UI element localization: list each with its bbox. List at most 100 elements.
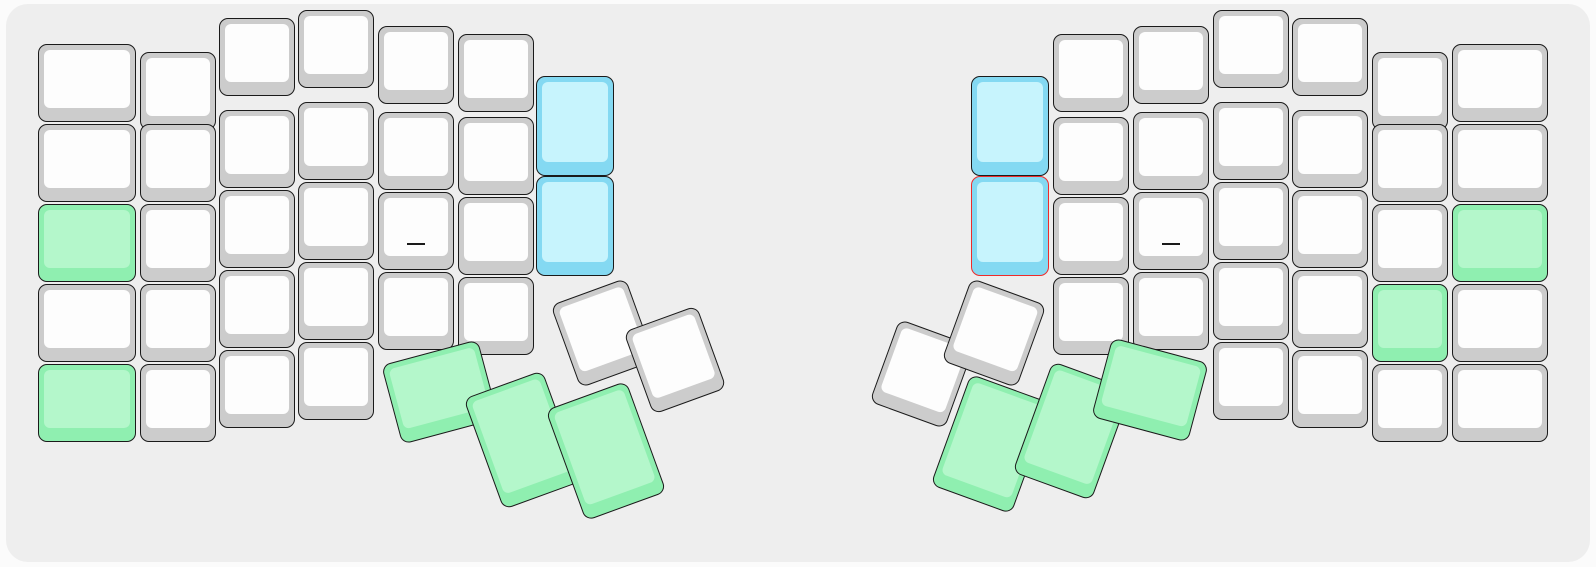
keycap-surface bbox=[1219, 16, 1283, 74]
key-left-e[interactable] bbox=[298, 102, 374, 180]
key-right-7-ampersand[interactable] bbox=[1133, 26, 1209, 104]
keycap-surface bbox=[951, 285, 1039, 373]
keycap-surface bbox=[1219, 188, 1283, 246]
key-right-semicolon-colon[interactable] bbox=[1372, 204, 1448, 282]
key-legend-main bbox=[1040, 415, 1108, 440]
key-right-layer1[interactable] bbox=[971, 76, 1049, 176]
key-right-equals[interactable] bbox=[1452, 124, 1548, 202]
keycap-surface bbox=[1298, 196, 1362, 254]
key-left-f[interactable] bbox=[378, 192, 454, 270]
key-left-3-hash[interactable] bbox=[298, 10, 374, 88]
keycap-surface bbox=[1219, 108, 1283, 166]
key-right-0-paren-close[interactable] bbox=[1372, 52, 1448, 130]
key-right-period-gt[interactable] bbox=[1292, 270, 1368, 348]
key-left-pipe-backslash[interactable] bbox=[38, 364, 136, 442]
keycap-surface bbox=[464, 283, 528, 341]
key-right-u[interactable] bbox=[1133, 112, 1209, 190]
key-right-k[interactable] bbox=[1213, 182, 1289, 260]
keycap-surface bbox=[464, 40, 528, 98]
keycap-surface bbox=[542, 182, 608, 262]
key-right-o[interactable] bbox=[1292, 110, 1368, 188]
keycap-surface bbox=[44, 130, 130, 188]
key-right-right[interactable] bbox=[1452, 364, 1548, 442]
key-right-up[interactable] bbox=[1372, 364, 1448, 442]
key-left-v[interactable] bbox=[378, 272, 454, 350]
key-right-j[interactable] bbox=[1133, 192, 1209, 270]
keycap-surface bbox=[977, 82, 1043, 162]
key-left-grave-layer2[interactable] bbox=[38, 44, 136, 122]
keycap-surface bbox=[1100, 344, 1202, 428]
key-left-shift[interactable] bbox=[38, 284, 136, 362]
key-legend-main bbox=[643, 345, 705, 368]
keycap-surface bbox=[44, 50, 130, 108]
keycap-surface bbox=[1458, 210, 1542, 268]
key-right-bracket-right[interactable] bbox=[971, 176, 1049, 276]
keycap-surface bbox=[225, 196, 289, 254]
key-left-d[interactable] bbox=[298, 182, 374, 260]
keycap-surface bbox=[1139, 118, 1203, 176]
keycap-surface bbox=[1458, 50, 1542, 108]
keycap-surface bbox=[630, 313, 717, 400]
key-left-1-exclaim[interactable] bbox=[140, 52, 216, 130]
keycap-surface bbox=[1298, 276, 1362, 334]
keycap-surface bbox=[384, 118, 448, 176]
keycap-surface bbox=[1298, 356, 1362, 414]
key-left-g[interactable] bbox=[458, 197, 534, 275]
keycap-surface bbox=[44, 210, 130, 268]
keycap-surface bbox=[1458, 290, 1542, 348]
key-right-left[interactable] bbox=[1213, 342, 1289, 420]
key-right-y[interactable] bbox=[1053, 117, 1129, 195]
key-left-esc-ctrl[interactable] bbox=[38, 204, 136, 282]
keycap-surface bbox=[384, 32, 448, 90]
key-right-quote-ctrl[interactable] bbox=[1452, 204, 1548, 282]
key-right-6-caret[interactable] bbox=[1053, 34, 1129, 112]
key-left-bracket-left[interactable] bbox=[536, 176, 614, 276]
key-right-minus-layer2[interactable] bbox=[1452, 44, 1548, 122]
keycap-surface bbox=[1059, 123, 1123, 181]
key-right-m[interactable] bbox=[1133, 272, 1209, 350]
key-right-9-paren-open[interactable] bbox=[1292, 18, 1368, 96]
keycap-surface bbox=[1458, 370, 1542, 428]
key-left-r[interactable] bbox=[378, 112, 454, 190]
key-right-down[interactable] bbox=[1292, 350, 1368, 428]
key-left-5-percent[interactable] bbox=[458, 34, 534, 112]
key-right-shift[interactable] bbox=[1452, 284, 1548, 362]
key-left-minus[interactable] bbox=[219, 350, 295, 428]
key-left-layer1[interactable] bbox=[536, 76, 614, 176]
key-right-p[interactable] bbox=[1372, 124, 1448, 202]
key-legend-main bbox=[891, 359, 955, 382]
keycap-surface bbox=[146, 210, 210, 268]
keycap-surface bbox=[542, 82, 608, 162]
key-right-slash-question[interactable] bbox=[1372, 284, 1448, 362]
key-left-t[interactable] bbox=[458, 117, 534, 195]
key-left-4-dollar[interactable] bbox=[378, 26, 454, 104]
keycap-surface bbox=[553, 388, 657, 506]
key-right-l[interactable] bbox=[1292, 190, 1368, 268]
keycap-surface bbox=[1298, 116, 1362, 174]
keycap-surface bbox=[1458, 130, 1542, 188]
key-left-w[interactable] bbox=[219, 110, 295, 188]
key-right-i[interactable] bbox=[1213, 102, 1289, 180]
key-left-tab[interactable] bbox=[38, 124, 136, 202]
key-legend-main bbox=[963, 318, 1027, 341]
key-right-8-asterisk[interactable] bbox=[1213, 10, 1289, 88]
keycap-surface bbox=[1139, 198, 1203, 256]
key-left-a[interactable] bbox=[140, 204, 216, 282]
key-left-plus[interactable] bbox=[140, 364, 216, 442]
key-legend-main bbox=[488, 424, 556, 449]
key-left-s[interactable] bbox=[219, 190, 295, 268]
key-left-q[interactable] bbox=[140, 124, 216, 202]
key-left-2-at[interactable] bbox=[219, 18, 295, 96]
keycap-surface bbox=[146, 370, 210, 428]
key-left-z[interactable] bbox=[140, 284, 216, 362]
key-right-h[interactable] bbox=[1053, 197, 1129, 275]
key-left-c[interactable] bbox=[298, 262, 374, 340]
key-left-x[interactable] bbox=[219, 270, 295, 348]
keycap-surface bbox=[464, 123, 528, 181]
key-left-alt[interactable] bbox=[298, 342, 374, 420]
key-right-comma-lt[interactable] bbox=[1213, 262, 1289, 340]
keycap-surface bbox=[225, 356, 289, 414]
keycap-surface bbox=[1378, 290, 1442, 348]
